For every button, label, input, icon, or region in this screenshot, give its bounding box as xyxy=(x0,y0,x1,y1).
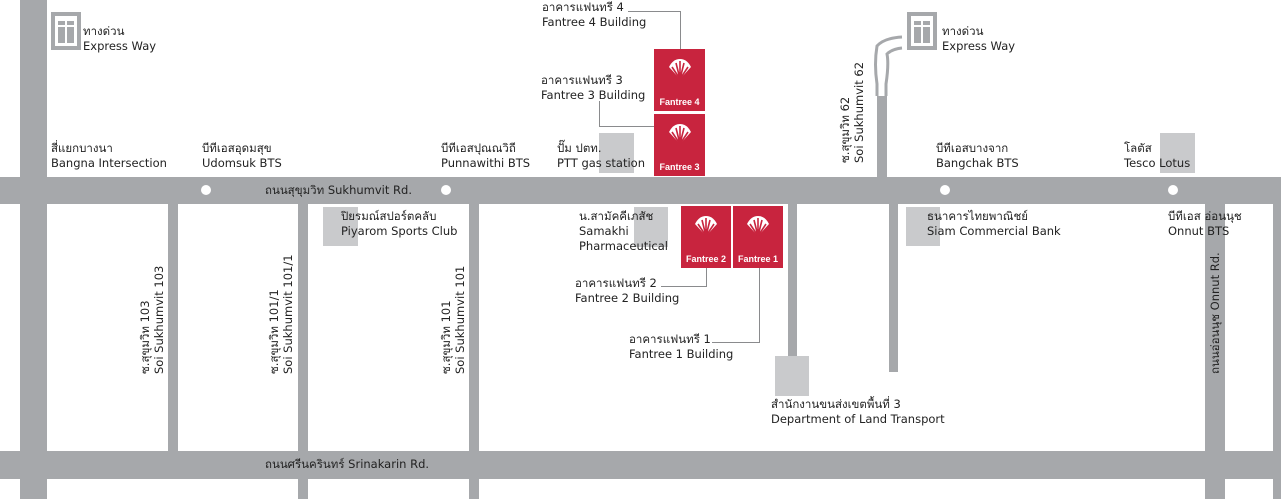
leader-line-f4 xyxy=(680,11,681,49)
leader-line-f1 xyxy=(759,268,760,343)
fantree-3-marker: Fantree 3 xyxy=(654,114,705,176)
ptt-gas-station-label: ปั๊ม ปตท.PTT gas station xyxy=(557,141,646,170)
fantree-4-marker: Fantree 4 xyxy=(654,49,705,111)
soi-101-road xyxy=(469,204,479,499)
dlt-road xyxy=(788,204,797,356)
ptt-gas-station-block xyxy=(599,133,634,173)
leader-line-f3 xyxy=(599,126,654,127)
leader-line-f2 xyxy=(661,286,707,287)
fantree-3-badge-label: Fantree 3 xyxy=(659,162,700,172)
sukhumvit-road-label: ถนนสุขุมวิท Sukhumvit Rd. xyxy=(265,183,412,197)
fantree-logo-icon xyxy=(668,124,691,145)
bts-station-bangchak xyxy=(940,185,950,195)
right-edge-road xyxy=(1273,204,1281,499)
soi-62-road xyxy=(877,96,887,177)
fantree-1-badge-label: Fantree 1 xyxy=(737,254,779,264)
leader-line-f3 xyxy=(599,101,600,127)
expressway-sign-icon xyxy=(51,12,81,50)
fantree-logo-icon xyxy=(695,216,717,237)
piyarom-block xyxy=(323,207,358,246)
soi-101-1-road xyxy=(298,204,308,499)
leader-line-f4 xyxy=(628,11,680,12)
leader-line-f2 xyxy=(706,268,707,287)
samakhi-block xyxy=(634,207,668,247)
bts-station-onnut xyxy=(1168,185,1178,195)
fantree-logo-icon xyxy=(747,216,769,237)
bts-station-udomsuk xyxy=(201,185,211,195)
fantree-logo-icon xyxy=(668,59,691,80)
onnut-road-label: ถนนอ่อนนุช Onnut Rd. xyxy=(1208,252,1222,374)
fantree-4-badge-label: Fantree 4 xyxy=(659,97,700,107)
siam-commercial-bank-label: ธนาคารไทยพาณิชย์Siam Commercial Bank xyxy=(927,209,1061,238)
sukhumvit-road xyxy=(0,177,1281,204)
bangna-road xyxy=(20,0,47,499)
srinakarin-road xyxy=(0,451,1281,479)
srinakarin-road-label: ถนนศรีนครินทร์ Srinakarin Rd. xyxy=(265,457,430,471)
scb-block xyxy=(906,207,940,246)
tesco-lotus-block xyxy=(1160,133,1195,173)
punnawithi-bts-label: บีทีเอสปุณณวิถีPunnawithi BTS xyxy=(441,141,531,170)
expressway-sign-icon xyxy=(907,12,937,50)
bts-station-punnawithi xyxy=(441,185,451,195)
onnut-road xyxy=(1205,204,1225,499)
soi-103-road xyxy=(168,204,178,451)
dlt-block xyxy=(775,356,809,396)
fantree-2-marker: Fantree 2 xyxy=(681,206,731,268)
leader-line-f1 xyxy=(712,342,760,343)
fantree-2-badge-label: Fantree 2 xyxy=(685,254,727,264)
fantree-1-marker: Fantree 1 xyxy=(733,206,783,268)
expressway-ramp xyxy=(874,35,903,96)
scb-road xyxy=(889,204,898,372)
